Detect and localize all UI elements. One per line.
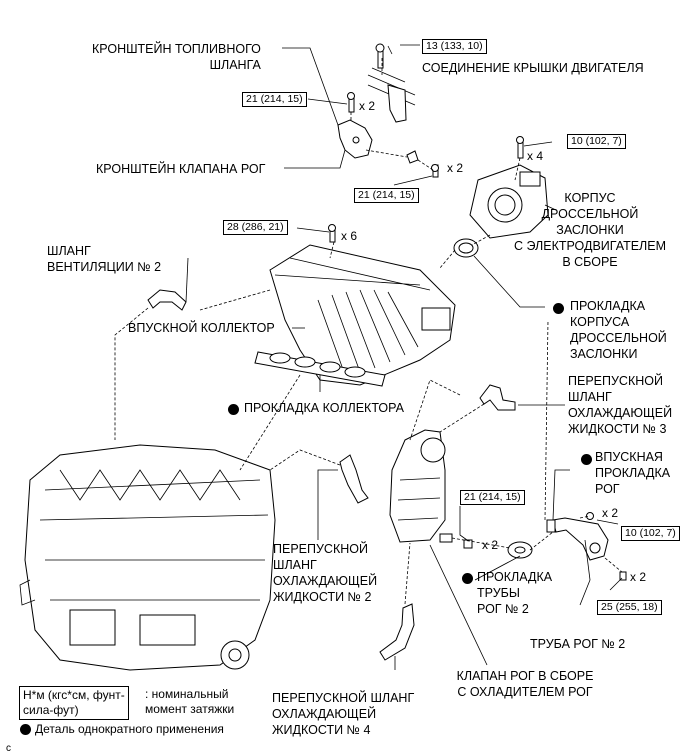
label-throttle-body: КОРПУС ДРОССЕЛЬНОЙ ЗАСЛОНКИ С ЭЛЕКТРОДВИ… (513, 191, 667, 269)
one-time-dot-icon (553, 303, 564, 314)
egr-valve-cooler-part (389, 429, 453, 543)
corner-mark: c (6, 743, 11, 754)
quantity-label: x 4 (527, 149, 544, 163)
one-time-dot-icon (20, 724, 31, 735)
engine-cover-joint-part (367, 43, 416, 123)
quantity-label: x 2 (447, 161, 464, 175)
legend-unit-box: Н*м (кгс*см, фунт- сила-фут) (19, 686, 129, 720)
label-egr-pipe-2: ТРУБА РОГ № 2 (530, 637, 626, 651)
label-intake-manifold: ВПУСКНОЙ КОЛЛЕКТОР (128, 321, 275, 335)
legend-one-time: Деталь однократного применения (35, 722, 224, 736)
label-fuel-hose-bracket: КРОНШТЕЙН ТОПЛИВНОГО ШЛАНГА (92, 42, 261, 72)
label-bypass-hose-3: ПЕРЕПУСКНОЙ ШЛАНГ ОХЛАЖДАЮЩЕЙ ЖИДКОСТИ №… (568, 374, 673, 436)
label-throttle-gasket: ПРОКЛАДКА КОРПУСА ДРОССЕЛЬНОЙ ЗАСЛОНКИ (570, 299, 667, 361)
manifold-gasket-part (254, 351, 386, 387)
label-egr-valve-bracket: КРОНШТЕЙН КЛАПАНА РОГ (96, 162, 266, 176)
assembly-lines (114, 58, 623, 605)
quantity-label: x 2 (602, 506, 619, 520)
label-bypass-hose-2: ПЕРЕПУСКНОЙ ШЛАНГ ОХЛАЖДАЮЩЕЙ ЖИДКОСТИ №… (273, 542, 378, 604)
egr-pipe-2-part (507, 517, 609, 561)
label-bypass-hose-4: ПЕРЕПУСКНОЙ ШЛАНГ ОХЛАЖДАЮЩЕЙ ЖИДКОСТИ №… (272, 691, 415, 737)
torque-box: 21 (214, 15) (460, 490, 525, 505)
intake-manifold-part (269, 244, 456, 386)
one-time-dot-icon (462, 573, 473, 584)
label-egr-pipe-gasket-2: ПРОКЛАДКА ТРУБЫ РОГ № 2 (477, 570, 553, 616)
torque-box: 21 (214, 15) (242, 92, 307, 107)
quantity-label: x 6 (341, 229, 358, 243)
one-time-dot-icon (228, 404, 239, 415)
label-egr-valve-cooler: КЛАПАН РОГ В СБОРЕ С ОХЛАДИТЕЛЕМ РОГ (456, 669, 594, 699)
label-vent-hose: ШЛАНГ ВЕНТИЛЯЦИИ № 2 (47, 244, 162, 274)
quantity-label: x 2 (359, 99, 376, 113)
fuel-hose-bracket-part (337, 119, 373, 159)
leader-lines (185, 44, 623, 670)
quantity-label: x 2 (630, 570, 647, 584)
torque-box: 25 (255, 18) (597, 600, 662, 615)
legend-unit-description: : номинальный момент затяжки (145, 687, 235, 716)
quantity-label: x 2 (482, 538, 499, 552)
torque-box: 28 (286, 21) (223, 220, 288, 235)
torque-box: 21 (214, 15) (354, 188, 419, 203)
throttle-body-part (469, 164, 549, 239)
one-time-dot-icon (581, 454, 592, 465)
torque-box: 10 (102, 7) (621, 526, 680, 541)
engine-block (19, 444, 276, 671)
label-engine-cover-joint: СОЕДИНЕНИЕ КРЫШКИ ДВИГАТЕЛЯ (422, 61, 644, 75)
torque-box: 13 (133, 10) (422, 39, 487, 54)
label-manifold-gasket: ПРОКЛАДКА КОЛЛЕКТОРА (244, 401, 404, 415)
label-egr-intake-gasket: ВПУСКНАЯ ПРОКЛАДКА РОГ (595, 450, 671, 496)
torque-box: 10 (102, 7) (567, 134, 626, 149)
